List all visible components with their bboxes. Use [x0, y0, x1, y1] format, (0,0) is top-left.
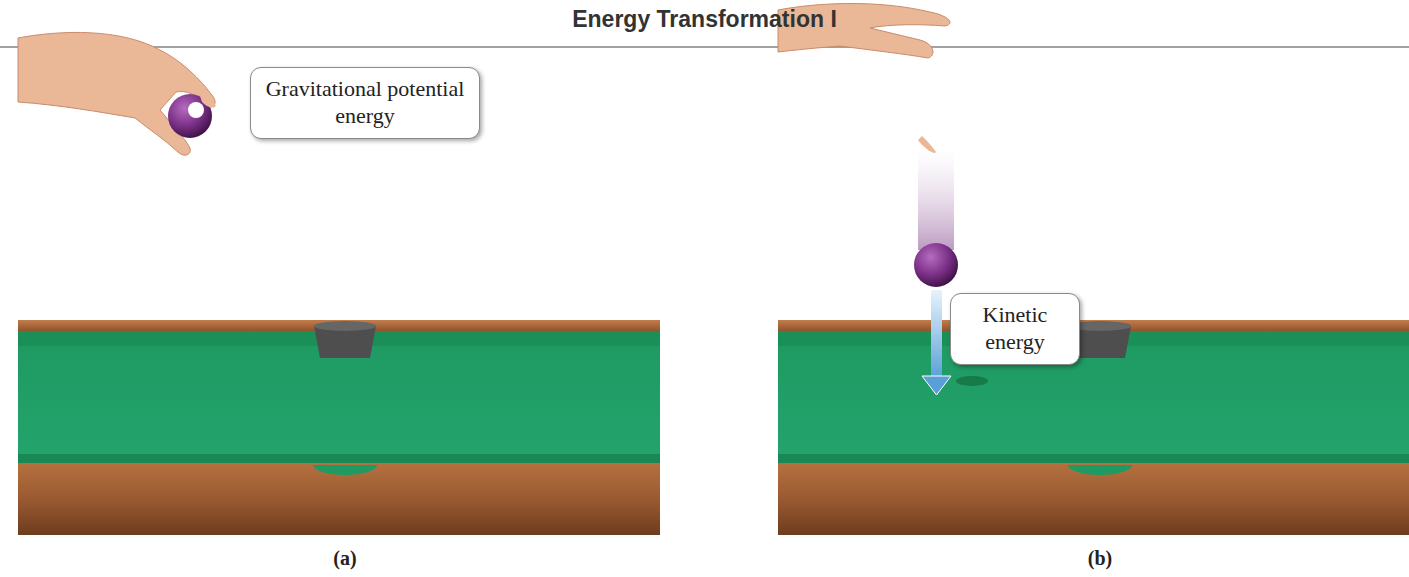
energy-label: Kinetic energy: [965, 302, 1065, 356]
label-box: Gravitational potential energy: [250, 67, 480, 139]
pool-table: [778, 320, 1409, 535]
hand-holding-ball: [18, 32, 216, 155]
energy-label: Gravitational potential energy: [265, 76, 465, 130]
motion-blur: [918, 150, 954, 250]
label-box: Kinetic energy: [950, 293, 1080, 365]
diagram-title: Energy Transformation I: [0, 6, 1409, 33]
title-rule: [0, 46, 1409, 47]
motion-arrow: [922, 290, 951, 395]
panel-label: (a): [333, 547, 356, 570]
panel-label: (b): [1088, 547, 1112, 570]
pool-table: [18, 320, 660, 535]
falling-ball: [914, 243, 958, 287]
